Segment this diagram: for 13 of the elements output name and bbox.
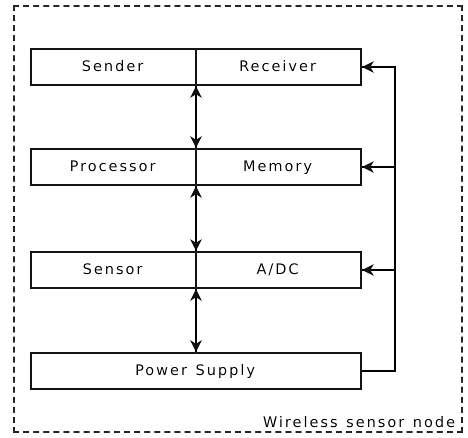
component-box: Processor — [30, 148, 197, 186]
component-box: Receiver — [195, 48, 362, 86]
component-box: A/DC — [195, 251, 362, 289]
arrow — [362, 264, 396, 372]
system-boundary — [13, 5, 463, 433]
arrow — [190, 86, 202, 148]
component-box: Power Supply — [30, 352, 362, 390]
component-box: Memory — [195, 148, 362, 186]
component-box: Sender — [30, 48, 197, 86]
boundary-label: Wireless sensor node — [262, 415, 457, 431]
arrow — [190, 186, 202, 251]
component-box: Sensor — [30, 251, 197, 289]
arrow — [190, 289, 202, 352]
